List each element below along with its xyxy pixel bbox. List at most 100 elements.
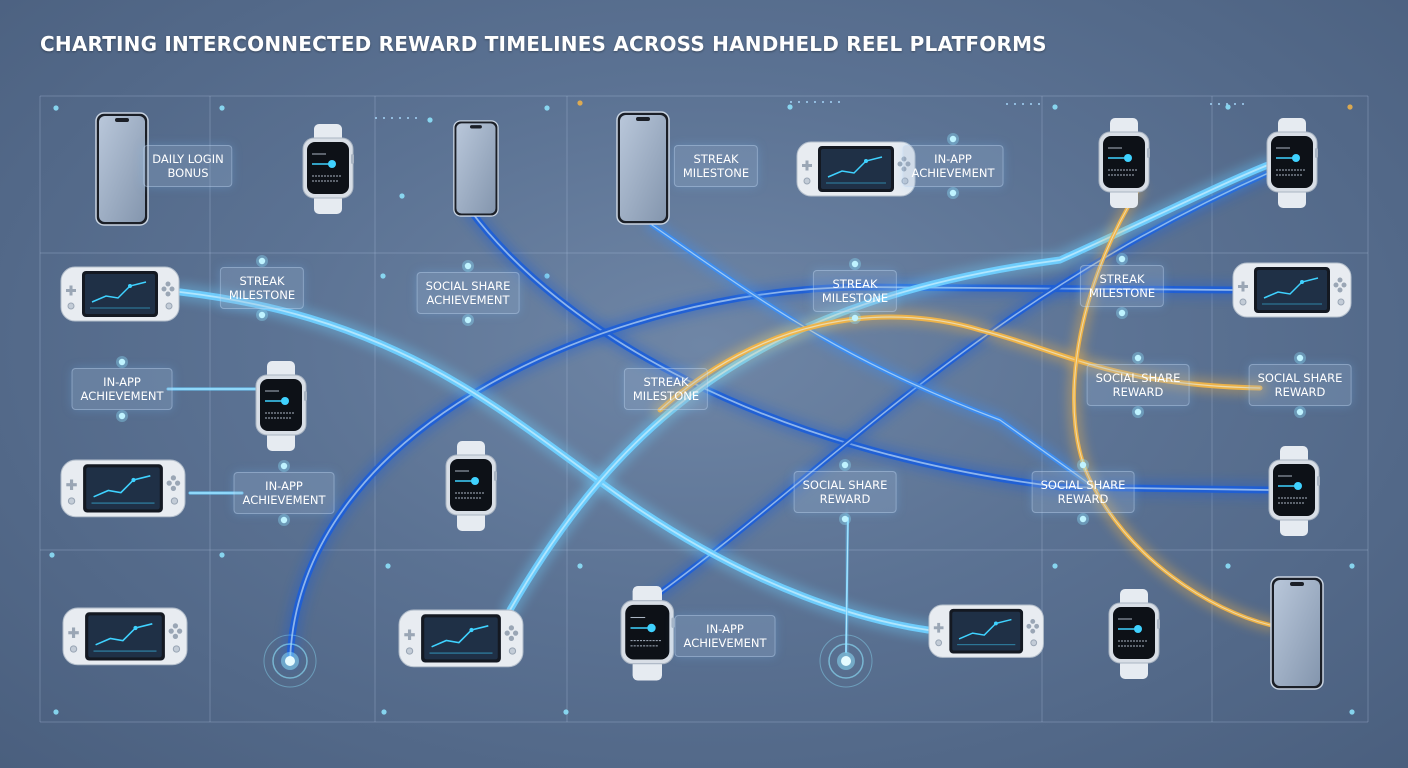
reward-label-line: MILESTONE <box>682 166 750 180</box>
console-device <box>60 459 186 518</box>
label-node-dot <box>116 356 128 368</box>
grid-node-dot <box>385 563 391 569</box>
console-icon <box>62 607 188 666</box>
grid-node-dot <box>427 117 433 123</box>
grid-node-dot <box>1347 104 1353 110</box>
phone-device <box>1270 576 1324 690</box>
phone-icon <box>95 112 149 226</box>
link-watch-to-phone-bottom <box>1072 188 1272 627</box>
reward-label-line: BONUS <box>167 166 209 180</box>
grid-node-dot <box>53 105 59 111</box>
grid-node-dot <box>787 104 793 110</box>
watch-icon <box>620 586 675 681</box>
label-node-dot <box>1132 352 1144 364</box>
link-console-to-watch-top-core <box>509 164 1269 611</box>
link-hub-to-console-right-core <box>289 286 1233 661</box>
watch-icon <box>1098 118 1150 208</box>
grid-node-dot <box>1225 563 1231 569</box>
label-node-dot <box>256 309 268 321</box>
grid-node-dot <box>49 552 55 558</box>
reward-label-line: MILESTONE <box>632 389 700 403</box>
label-node-dot <box>256 255 268 267</box>
reward-label-line: MILESTONE <box>821 291 889 305</box>
console-device <box>398 609 524 668</box>
grid-node-dot <box>399 193 405 199</box>
reward-label-line: SOCIAL SHARE <box>1095 371 1181 385</box>
grid-node-dot <box>219 552 225 558</box>
link-reward-to-hub-core <box>845 517 849 653</box>
watch-icon <box>1268 446 1320 536</box>
console-device <box>928 604 1044 658</box>
phone-device <box>616 111 670 225</box>
watch-device <box>1266 118 1318 208</box>
console-icon <box>796 141 916 197</box>
reward-label-line: STREAK <box>832 277 878 291</box>
reward-label-line: ACHIEVEMENT <box>80 389 164 403</box>
reward-label-line: DAILY LOGIN <box>152 152 224 166</box>
watch-device <box>1268 446 1320 536</box>
label-node-dot <box>947 187 959 199</box>
reward-label-line: SOCIAL SHARE <box>1257 371 1343 385</box>
label-node-dot <box>839 459 851 471</box>
grid-node-dot <box>1052 563 1058 569</box>
hub-node <box>263 634 317 688</box>
grid-node-dot <box>544 105 550 111</box>
console-icon <box>60 266 180 322</box>
link-console-to-console-bottom-core <box>179 291 929 631</box>
reward-label-line: SOCIAL SHARE <box>802 478 888 492</box>
grid-node-dot <box>219 105 225 111</box>
grid-node-dot <box>577 100 583 106</box>
console-icon <box>60 459 186 518</box>
console-icon <box>398 609 524 668</box>
reward-label-line: ACHIEVEMENT <box>426 293 510 307</box>
watch-icon <box>1108 589 1160 679</box>
grid-node-dot <box>380 273 386 279</box>
console-device <box>60 266 180 322</box>
label-node-dot <box>1077 459 1089 471</box>
watch-device <box>1098 118 1150 208</box>
phone-device <box>95 112 149 226</box>
console-device <box>62 607 188 666</box>
watch-icon <box>302 124 354 214</box>
grid-node-dot <box>1349 709 1355 715</box>
reward-label-line: MILESTONE <box>228 288 296 302</box>
phone-icon <box>616 111 670 225</box>
grid-node-dot <box>381 709 387 715</box>
reward-label-line: IN-APP <box>706 622 744 636</box>
phone-icon <box>453 120 499 217</box>
reward-label-line: ACHIEVEMENT <box>242 493 326 507</box>
reward-label-line: STREAK <box>1099 272 1145 286</box>
label-node-dot <box>1132 406 1144 418</box>
label-node-dot <box>1116 307 1128 319</box>
label-node-dot <box>1294 352 1306 364</box>
link-watch-to-phone-bottom-core <box>1073 189 1271 626</box>
link-streak-to-social-reward-core <box>659 316 1261 411</box>
reward-label-line: STREAK <box>239 274 285 288</box>
label-node-dot <box>462 260 474 272</box>
reward-label-line: ACHIEVEMENT <box>683 636 767 650</box>
label-node-dot <box>1116 253 1128 265</box>
page-title: CHARTING INTERCONNECTED REWARD TIMELINES… <box>40 32 1047 56</box>
watch-device <box>445 441 497 531</box>
watch-device <box>255 361 307 451</box>
reward-label-line: SOCIAL SHARE <box>425 279 511 293</box>
watch-device <box>302 124 354 214</box>
label-node-dot <box>1077 513 1089 525</box>
label-node-dot <box>849 258 861 270</box>
grid-node-dot <box>1052 104 1058 110</box>
watch-device <box>1108 589 1160 679</box>
phone-device <box>453 120 499 217</box>
reward-label-line: SOCIAL SHARE <box>1040 478 1126 492</box>
grid-node-dot <box>53 709 59 715</box>
